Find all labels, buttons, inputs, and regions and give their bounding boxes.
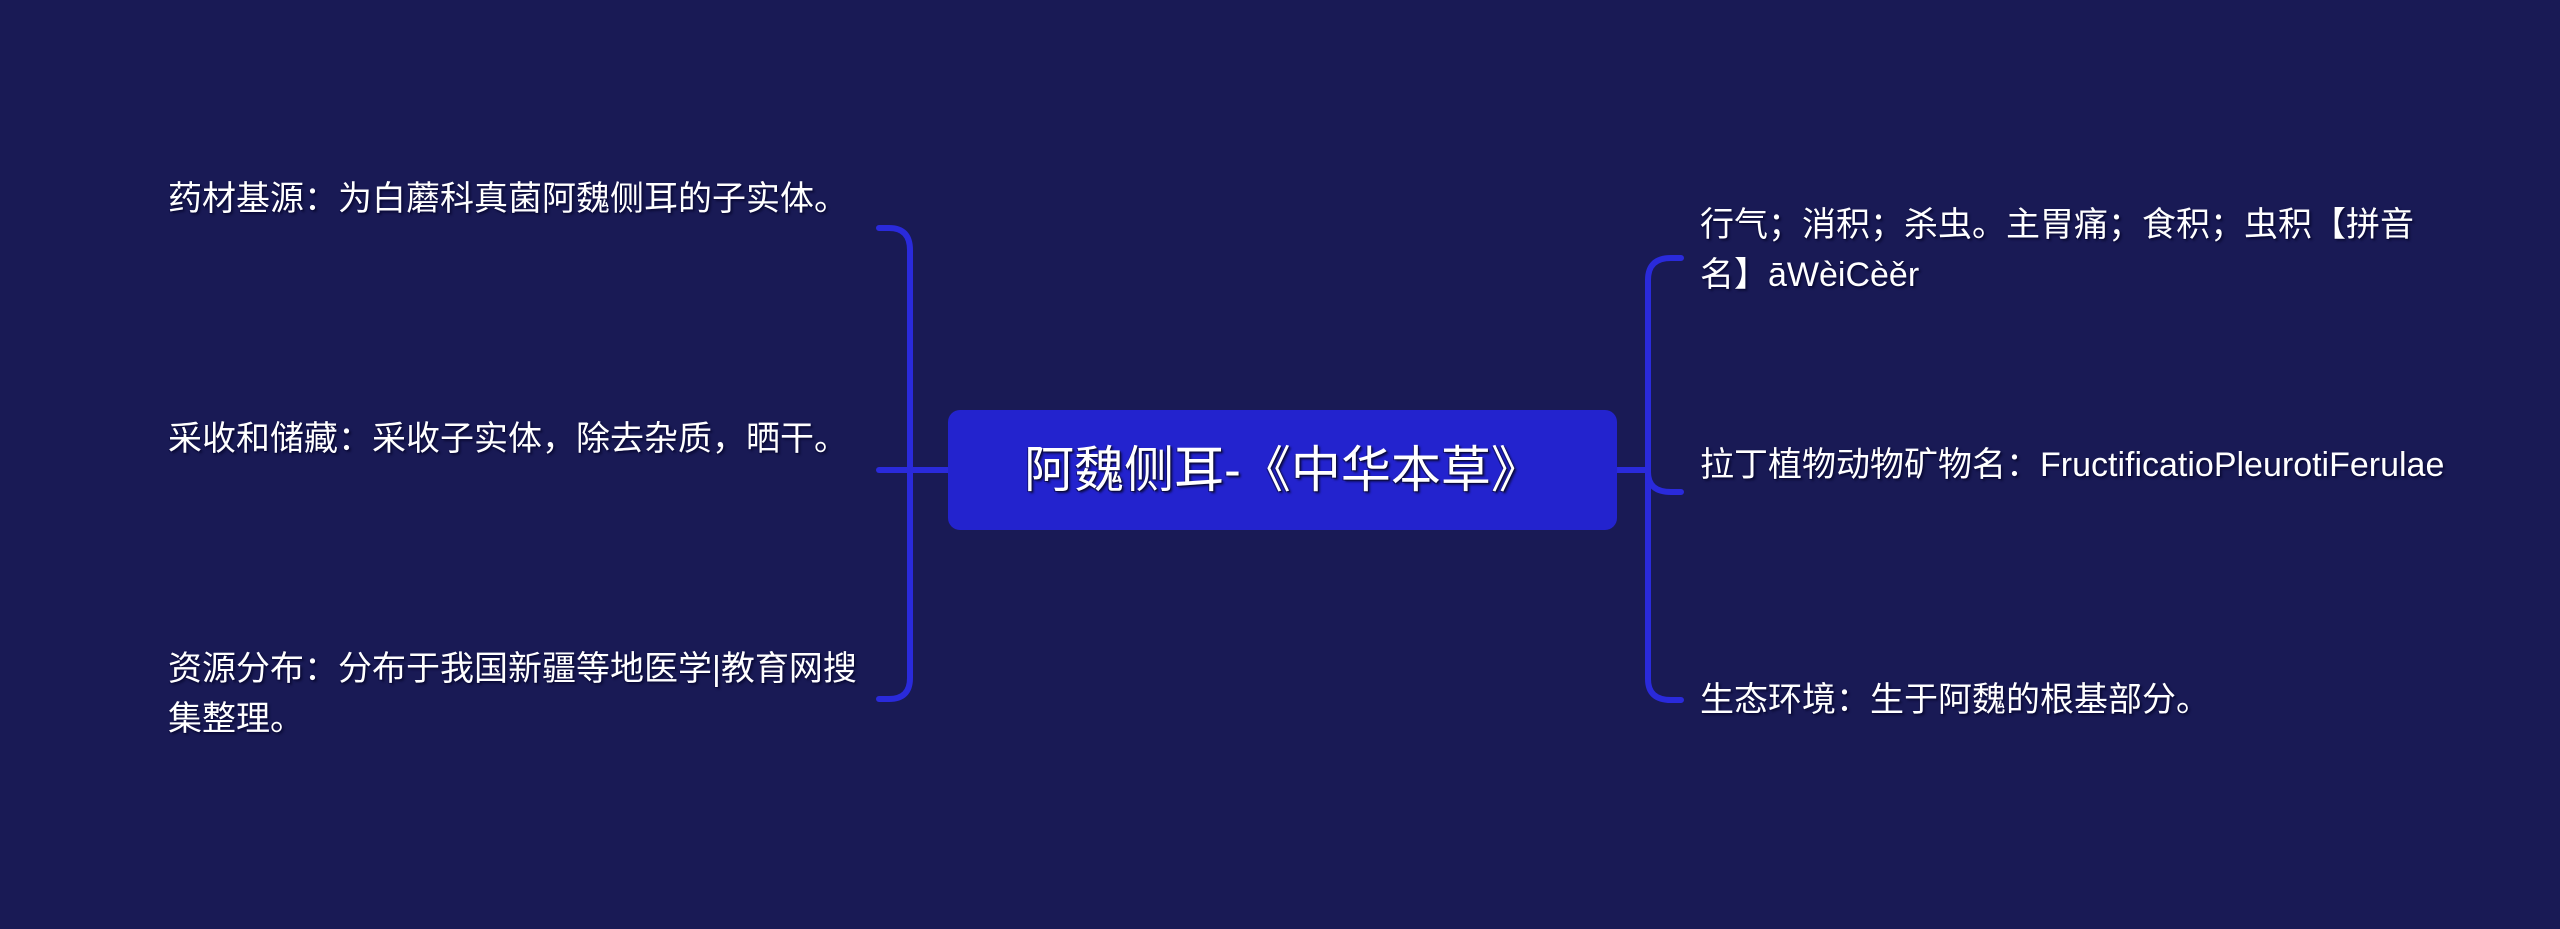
branch-left-harvest-storage[interactable]: 采收和储藏：采收子实体，除去杂质，晒干。 [168,420,848,458]
branch-right-ecological-environment[interactable]: 生态环境：生于阿魏的根基部分。 [1700,681,2210,719]
left-branch-connector-2 [876,663,913,702]
right-branch-connector-2 [1645,663,1684,703]
central-node[interactable]: 阿魏侧耳-《中华本草》 [948,410,1617,530]
central-node-label: 阿魏侧耳-《中华本草》 [1024,441,1541,498]
branch-left-medicinal-source[interactable]: 药材基源：为白蘑科真菌阿魏侧耳的子实体。 [168,180,848,218]
branch-right-functions-pinyin[interactable]: 行气；消积；杀虫。主胃痛；食积；虫积【拼音名】āWèiCèěr [1700,206,2414,294]
branch-right-latin-name[interactable]: 拉丁植物动物矿物名：FructificatioPleurotiFerulae [1700,446,2445,484]
right-branch-connector-1 [1645,463,1684,495]
left-branch-connector-0 [876,225,913,265]
branch-left-resource-distribution[interactable]: 资源分布：分布于我国新疆等地医学|教育网搜集整理。 [168,650,857,738]
right-branch-connector-0 [1645,255,1684,295]
